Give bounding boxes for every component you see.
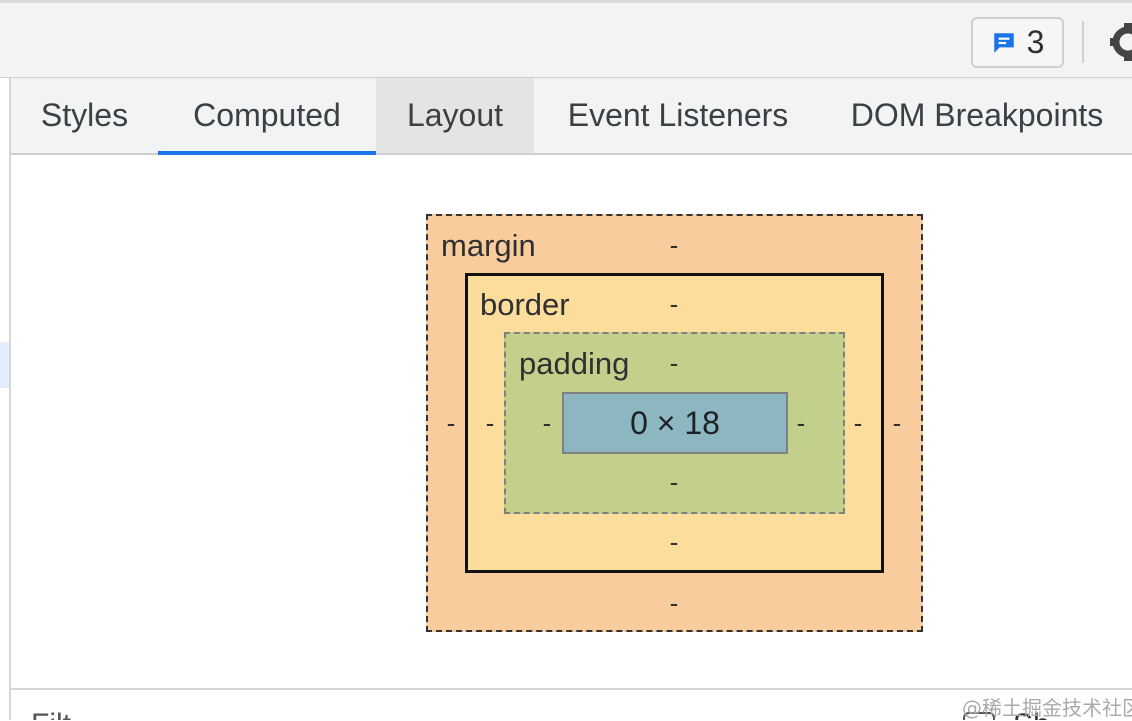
margin-right-value[interactable]: -: [892, 408, 902, 438]
panel-divider[interactable]: [9, 78, 11, 720]
filter-input[interactable]: Filt: [31, 708, 71, 720]
devtools-toolbar: 3: [0, 0, 1132, 78]
tab-dom-breakpoints-label: DOM Breakpoints: [850, 97, 1104, 133]
tab-layout-label: Layout: [406, 97, 504, 133]
selected-node-marker: [0, 342, 9, 388]
issues-button[interactable]: 3: [971, 17, 1064, 68]
issues-count: 3: [1026, 24, 1045, 60]
tab-computed-label: Computed: [193, 97, 341, 133]
padding-left-value[interactable]: -: [542, 408, 552, 438]
border-top-value[interactable]: -: [669, 289, 679, 319]
gear-icon[interactable]: [1108, 21, 1132, 63]
margin-bottom-value[interactable]: -: [669, 588, 679, 618]
tab-styles[interactable]: Styles: [11, 78, 158, 153]
border-right-value[interactable]: -: [853, 408, 863, 438]
border-bottom-value[interactable]: -: [669, 527, 679, 557]
margin-label: margin: [441, 228, 536, 263]
padding-right-value[interactable]: -: [796, 408, 806, 438]
show-all-checkbox[interactable]: [963, 712, 995, 720]
content-box[interactable]: 0 × 18: [562, 392, 788, 454]
sidebar-tabs: Styles Computed Layout Event Listeners D…: [11, 78, 1132, 155]
watermark: @稀土掘金技术社区: [962, 696, 1132, 720]
tab-event-listeners-label: Event Listeners: [567, 97, 789, 133]
toolbar-divider: [1082, 21, 1084, 63]
border-left-value[interactable]: -: [485, 408, 495, 438]
padding-top-value[interactable]: -: [669, 348, 679, 378]
padding-bottom-value[interactable]: -: [669, 467, 679, 497]
filter-bar: Filt Sh: [11, 688, 1132, 720]
tab-dom-breakpoints[interactable]: DOM Breakpoints: [822, 78, 1132, 153]
content-size: 0 × 18: [630, 404, 720, 441]
tab-styles-label: Styles: [40, 97, 129, 133]
tab-computed[interactable]: Computed: [158, 78, 376, 155]
padding-label: padding: [519, 346, 630, 381]
border-label: border: [480, 287, 570, 322]
message-icon: [993, 32, 1014, 53]
margin-left-value[interactable]: -: [446, 408, 456, 438]
tab-layout[interactable]: Layout: [376, 78, 534, 153]
tab-event-listeners[interactable]: Event Listeners: [534, 78, 822, 153]
margin-top-value[interactable]: -: [669, 230, 679, 260]
show-all-label: Sh: [1013, 708, 1050, 720]
